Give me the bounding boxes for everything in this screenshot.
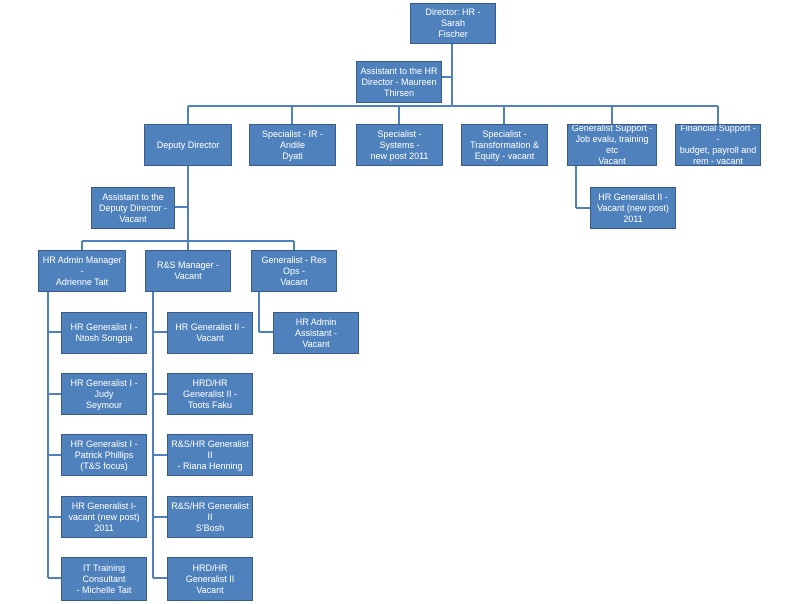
node-specialist-systems: Specialist - Systems - new post 2011	[356, 124, 443, 166]
node-financial-support: Financial Support - - budget, payroll an…	[675, 124, 761, 166]
node-assistant-director: Assistant to the HR Director - Maureen T…	[356, 61, 442, 103]
node-generalist-res-ops: Generalist - Res Ops - Vacant	[251, 250, 337, 292]
node-it-training-consultant: IT Training Consultant - Michelle Tait	[61, 557, 147, 601]
node-specialist-transformation: Specialist - Transformation & Equity - v…	[461, 124, 548, 166]
node-hr-generalist-vacant-new: HR Generalist I- vacant (new post) 2011	[61, 496, 147, 538]
node-rs-hr-generalist-ii-vacant: HR Generalist II - Vacant	[167, 312, 253, 354]
node-hr-generalist-judy: HR Generalist I - Judy Seymour	[61, 373, 147, 415]
node-hr-generalist-patrick: HR Generalist I - Patrick Phillips (T&S …	[61, 434, 147, 476]
node-specialist-ir: Specialist - IR - Andile Dyati	[249, 124, 336, 166]
node-rs-riana: R&S/HR Generalist II - Riana Henning	[167, 434, 253, 476]
node-director: Director: HR - Sarah Fischer	[410, 3, 496, 44]
node-rs-hrd-vacant: HRD/HR Generalist II Vacant	[167, 557, 253, 601]
node-rs-hrd-toots: HRD/HR Generalist II - Toots Faku	[167, 373, 253, 415]
node-rs-manager: R&S Manager - Vacant	[145, 250, 231, 292]
node-rs-sbosh: R&S/HR Generalist II S'Bosh	[167, 496, 253, 538]
node-deputy-director: Deputy Director	[144, 124, 232, 166]
node-hr-generalist-ntosh: HR Generalist I - Ntosh Songqa	[61, 312, 147, 354]
node-hr-admin-manager: HR Admin Manager - Adrienne Tait	[38, 250, 126, 292]
node-hr-generalist-ii-top: HR Generalist II - Vacant (new post) 201…	[590, 187, 676, 229]
node-assistant-deputy: Assistant to the Deputy Director - Vacan…	[91, 187, 175, 229]
node-hr-admin-assistant: HR Admin Assistant - Vacant	[273, 312, 359, 354]
node-generalist-support: Generalist Support - Job evalu, training…	[567, 124, 657, 166]
